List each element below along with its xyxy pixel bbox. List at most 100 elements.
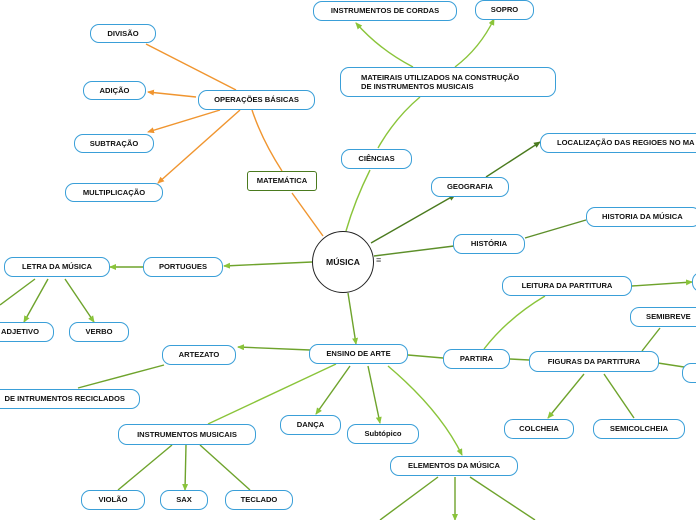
topic-multiplicacao[interactable]: MULTIPLICAÇÃO <box>65 183 163 202</box>
topic-elementos-da-musica[interactable]: ELEMENTOS DA MÚSICA <box>390 456 518 476</box>
topic-label: COLCHEIA <box>519 424 559 434</box>
topic-adicao[interactable]: ADIÇÃO <box>83 81 146 100</box>
topic-semicolcheia[interactable]: SEMICOLCHEIA <box>593 419 685 439</box>
edge-operacoes-multiplicacao <box>157 109 241 184</box>
edge-geografia-localizacao <box>485 141 541 178</box>
topic-historia[interactable]: HISTÓRIA <box>453 234 525 254</box>
topic-label: SOPRO <box>490 5 519 15</box>
topic-teclado[interactable]: TECLADO <box>225 490 293 510</box>
topic-semibreve[interactable]: SEMIBREVE <box>630 307 696 327</box>
edge-letra-adjetivo <box>23 278 49 323</box>
topic-instrumentos-reciclados[interactable]: DE INTRUMENTOS RECICLADOS <box>0 389 140 409</box>
edge-figuras-offscreen <box>657 362 685 368</box>
topic-label: VIOLÃO <box>98 495 128 505</box>
edge-center-matematica <box>291 192 324 237</box>
topic-matematica[interactable]: MATEMÁTICA <box>247 171 317 191</box>
edge-figuras-semicolcheia <box>603 373 635 419</box>
topic-localizacao-regioes[interactable]: LOCALIZAÇÃO DAS REGIOES NO MA <box>540 133 696 153</box>
topic-label: ARTEZATO <box>178 350 220 360</box>
topic-portugues[interactable]: PORTUGUES <box>143 257 223 277</box>
edge-ensino-partira <box>407 354 444 359</box>
topic-historia-da-musica[interactable]: HISTORIA DA MÚSICA <box>586 207 696 227</box>
topic-label: DIVISÃO <box>107 28 139 38</box>
topic-label: SUBTRAÇÃO <box>89 138 139 148</box>
topic-adjetivo[interactable]: ADJETIVO <box>0 322 54 342</box>
edge-letra-verbo <box>64 278 95 323</box>
topic-label: CIÊNCIAS <box>358 154 395 164</box>
topic-label: HISTORIA DA MÚSICA <box>602 212 683 222</box>
topic-label: TECLADO <box>240 495 278 505</box>
topic-label: ELEMENTOS DA MÚSICA <box>408 461 500 471</box>
edge-operacoes-subtracao <box>147 109 221 134</box>
topic-violao[interactable]: VIOLÃO <box>81 490 145 510</box>
edge-center-portugues <box>223 261 313 269</box>
topic-label: LEITURA DA PARTITURA <box>521 281 613 291</box>
menu-icon[interactable]: ≡ <box>376 255 382 265</box>
edge-leitura-offscreen <box>631 279 693 287</box>
topic-sax[interactable]: SAX <box>160 490 208 510</box>
topic-colcheia[interactable]: COLCHEIA <box>504 419 574 439</box>
topic-sopro[interactable]: SOPRO <box>475 0 534 20</box>
edge-artezato-reciclados <box>77 364 165 389</box>
topic-partira[interactable]: PARTIRA <box>443 349 510 369</box>
topic-label: INSTRUMENTOS DE CORDAS <box>330 6 440 16</box>
edge-matematica-operacoes <box>251 109 283 172</box>
topic-label: SEMICOLCHEIA <box>609 424 669 434</box>
topic-label: HISTÓRIA <box>470 239 508 249</box>
topic-label: PORTUGUES <box>158 262 208 272</box>
topic-artezato[interactable]: ARTEZATO <box>162 345 236 365</box>
edge-ensino-subtopico <box>367 365 382 424</box>
topic-verbo[interactable]: VERBO <box>69 322 129 342</box>
topic-offscreen-right-2[interactable] <box>682 363 696 383</box>
topic-subtracao[interactable]: SUBTRAÇÃO <box>74 134 154 153</box>
topic-divisao[interactable]: DIVISÃO <box>90 24 156 43</box>
edge-center-ciencias <box>345 169 371 232</box>
topic-label: ADJETIVO <box>1 327 39 337</box>
topic-letra-da-musica[interactable]: LETRA DA MÚSICA <box>4 257 110 277</box>
topic-label: PARTIRA <box>459 354 494 364</box>
edge-partira-leitura <box>483 295 546 350</box>
central-topic-label: MÚSICA <box>326 257 360 267</box>
topic-label-line: MATEIRAIS UTILIZADOS NA CONSTRUÇÃO <box>361 72 520 82</box>
topic-label: Subtópico <box>364 429 402 439</box>
edge-instrumentos-sax <box>182 444 189 491</box>
edge-figuras-semibreve <box>641 327 661 352</box>
edge-elementos-child-c <box>469 476 536 520</box>
topic-geografia[interactable]: GEOGRAFIA <box>431 177 509 197</box>
topic-label: SAX <box>176 495 192 505</box>
topic-label: SEMIBREVE <box>646 312 691 322</box>
topic-label: VERBO <box>85 327 113 337</box>
edge-center-historia <box>373 245 455 257</box>
topic-ciencias[interactable]: CIÊNCIAS <box>341 149 412 169</box>
edge-materiais-cordas <box>355 22 414 68</box>
edge-materiais-sopro <box>454 18 495 68</box>
topic-label: MATEMÁTICA <box>256 176 308 186</box>
edge-historia-historiamusica <box>524 219 587 239</box>
topic-label: DE INTRUMENTOS RECICLADOS <box>4 394 125 404</box>
edge-ensino-instrumentos <box>207 363 337 425</box>
edge-elementos-child-a <box>379 476 439 520</box>
topic-instrumentos-musicais[interactable]: INSTRUMENTOS MUSICAIS <box>118 424 256 445</box>
topic-label: MULTIPLICAÇÃO <box>82 187 146 197</box>
edge-center-ensino <box>347 292 359 345</box>
topic-operacoes-basicas[interactable]: OPERAÇÕES BÁSICAS <box>198 90 315 110</box>
topic-subtopico[interactable]: Subtópico <box>347 424 419 444</box>
edge-instrumentos-teclado <box>199 444 251 491</box>
topic-label: FIGURAS DA PARTITURA <box>547 356 641 366</box>
topic-figuras-da-partitura[interactable]: FIGURAS DA PARTITURA <box>529 351 659 372</box>
edge-letra-offscreen <box>0 278 36 306</box>
edge-partira-figuras <box>509 358 530 361</box>
topic-label: INSTRUMENTOS MUSICAIS <box>137 429 237 439</box>
topic-ensino-de-arte[interactable]: ENSINO DE ARTE <box>309 344 408 364</box>
edge-center-geografia <box>370 194 456 244</box>
edge-operacoes-divisao <box>145 43 237 91</box>
topic-instrumentos-cordas[interactable]: INSTRUMENTOS DE CORDAS <box>313 1 457 21</box>
topic-label: GEOGRAFIA <box>447 182 493 192</box>
central-topic-musica[interactable]: MÚSICA <box>312 231 374 293</box>
edge-ciencias-materiais <box>377 96 421 149</box>
topic-danca[interactable]: DANÇA <box>280 415 341 435</box>
topic-leitura-da-partitura[interactable]: LEITURA DA PARTITURA <box>502 276 632 296</box>
